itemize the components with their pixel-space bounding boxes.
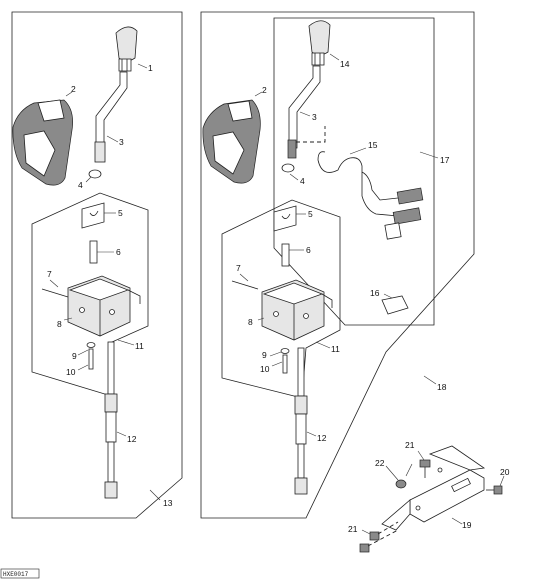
callout-7-right: 7 xyxy=(236,263,241,273)
mounting-bracket-part xyxy=(381,445,486,531)
callout-20: 20 xyxy=(500,467,510,477)
bolt-part xyxy=(88,348,94,370)
callout-17: 17 xyxy=(440,155,450,165)
callout-13: 13 xyxy=(163,498,173,508)
assembly-frame-18 xyxy=(200,11,475,519)
callout-3-right: 3 xyxy=(312,112,317,122)
callout-22: 22 xyxy=(375,458,385,468)
callout-15: 15 xyxy=(368,140,378,150)
bolt-part-right xyxy=(282,354,288,374)
shift-cable-part-right xyxy=(294,347,308,495)
pin-part-right xyxy=(281,243,290,267)
sub-assembly-frame-11-right xyxy=(221,199,341,399)
callout-12-right: 12 xyxy=(317,433,327,443)
callout-8: 8 xyxy=(57,319,62,329)
callout-11: 11 xyxy=(135,341,144,351)
callout-5-right: 5 xyxy=(308,209,313,219)
cap-part-right xyxy=(273,205,297,232)
callout-14: 14 xyxy=(340,59,350,69)
washer-part-right xyxy=(280,348,290,354)
callout-8-right: 8 xyxy=(248,317,253,327)
callout-9-right: 9 xyxy=(262,350,267,360)
callout-3: 3 xyxy=(119,137,124,147)
wire-route-dashed xyxy=(296,126,326,143)
reference-id-text: HXE0017 xyxy=(3,571,29,578)
roll-pin-part-right xyxy=(231,280,259,290)
callout-4-right: 4 xyxy=(300,176,305,186)
callout-21-top: 21 xyxy=(405,440,415,450)
callout-1: 1 xyxy=(148,63,153,73)
callout-21-bottom: 21 xyxy=(348,524,358,534)
callout-4: 4 xyxy=(78,180,83,190)
callout-10: 10 xyxy=(66,367,76,377)
sub-assembly-frame-17 xyxy=(273,17,435,326)
bolt-20-part xyxy=(486,485,503,495)
shift-cable-part xyxy=(104,341,118,499)
assembly-group-right: 14 2 3 15 17 4 5 6 7 8 16 11 9 10 12 18 xyxy=(200,11,475,519)
cap-part xyxy=(81,202,105,229)
shift-knob-electric-part xyxy=(308,20,331,66)
shift-lever-part-right xyxy=(287,65,321,159)
shift-lever-part xyxy=(94,71,128,163)
nut-part-right xyxy=(281,163,295,173)
callout-6-right: 6 xyxy=(306,245,311,255)
callout-12: 12 xyxy=(127,434,137,444)
callout-19: 19 xyxy=(462,520,472,530)
roll-pin-part xyxy=(41,288,69,298)
assembly-frame-13 xyxy=(11,11,183,519)
callout-11-right: 11 xyxy=(331,344,340,354)
callout-16: 16 xyxy=(370,288,380,298)
washer-part xyxy=(86,342,96,348)
callout-6: 6 xyxy=(116,247,121,257)
callout-5: 5 xyxy=(118,208,123,218)
sub-assembly-frame-11 xyxy=(31,192,149,396)
shift-boot-part xyxy=(12,99,73,186)
bolt-21-bottom-part xyxy=(359,521,399,553)
pin-part xyxy=(89,240,98,264)
callout-7: 7 xyxy=(47,269,52,279)
shift-knob-part xyxy=(115,26,138,72)
callout-2-right: 2 xyxy=(262,85,267,95)
assembly-group-left: 1 2 3 4 5 6 7 8 11 9 10 12 13 xyxy=(11,11,183,519)
wiring-harness-part xyxy=(317,151,424,240)
shift-boot-part-right xyxy=(202,99,261,184)
nut-22-leader-line xyxy=(405,463,413,477)
callout-2: 2 xyxy=(71,84,76,94)
callout-18: 18 xyxy=(437,382,447,392)
callout-10-right: 10 xyxy=(260,364,270,374)
nut-22-part xyxy=(395,479,407,489)
callout-9: 9 xyxy=(72,351,77,361)
shifter-housing-part-right xyxy=(261,279,333,341)
shifter-housing-part xyxy=(67,275,141,337)
nut-part xyxy=(88,169,102,179)
reference-id-label: HXE0017 xyxy=(0,568,40,579)
bolt-21-top-part xyxy=(419,459,431,478)
connector-part xyxy=(381,295,409,315)
mounting-bracket-group: 21 22 20 19 21 xyxy=(348,440,510,553)
